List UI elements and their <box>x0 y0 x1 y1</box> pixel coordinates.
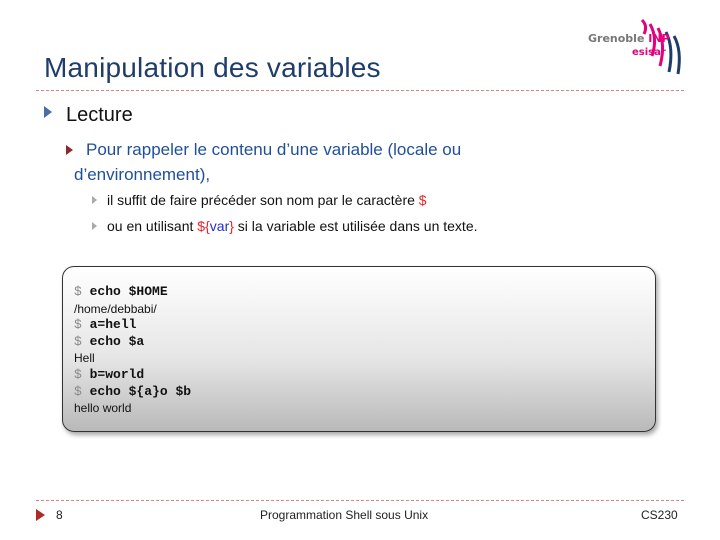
bullet-level2-text-cont: d’environnement), <box>74 165 211 184</box>
close-brace: } <box>229 218 234 234</box>
terminal-prompt: $ <box>74 383 82 399</box>
bullet-text: il suffit de faire précéder son nom par … <box>107 192 419 208</box>
bullet-level2: Pour rappeler le contenu d’une variable … <box>66 137 546 187</box>
terminal-lines: $ echo $HOME/home/debbabi/$ a=hell$ echo… <box>74 284 191 417</box>
footer-divider <box>36 500 684 501</box>
terminal-command-line: $ a=hell <box>74 317 191 334</box>
footer-triangle-icon <box>36 509 45 521</box>
footer-course-code: CS230 <box>641 508 678 522</box>
logo-text-esisar: esisar <box>632 47 666 58</box>
bullet-level1-text: Lecture <box>66 104 133 126</box>
terminal-command: echo $HOME <box>89 284 168 299</box>
dollar-symbol: $ <box>197 218 206 234</box>
terminal-prompt: $ <box>74 317 82 333</box>
terminal-command: b=world <box>89 366 145 382</box>
dollar-symbol: $ <box>418 192 427 208</box>
terminal-command: a=hell <box>89 317 137 333</box>
bullet-triangle-icon <box>92 196 97 204</box>
terminal-command: echo $a <box>89 333 145 349</box>
bullet-level3-item: il suffit de faire précéder son nom par … <box>92 192 427 208</box>
bullet-text-after: si la variable est utilisée dans un text… <box>233 218 478 234</box>
terminal-output-line: /home/debbabi/ <box>74 301 157 316</box>
grenoble-inp-esisar-logo: Grenoble INP esisar <box>582 16 692 82</box>
bullet-triangle-icon <box>92 222 97 230</box>
bullet-level3-item: ou en utilisant ${var} si la variable es… <box>92 218 478 234</box>
logo-arcs-icon <box>640 18 681 75</box>
terminal-command-line: $ b=world <box>74 367 191 384</box>
terminal-example-box: $ echo $HOME/home/debbabi/$ a=hell$ echo… <box>62 266 656 432</box>
bullet-text: ou en utilisant <box>107 218 198 234</box>
page-number: 8 <box>56 508 63 522</box>
terminal-prompt: $ <box>74 333 82 349</box>
terminal-output-line: Hell <box>74 351 95 366</box>
terminal-command-line: $ echo $HOME <box>74 284 191 301</box>
var-keyword: var <box>209 218 230 234</box>
terminal-command: echo ${a}o $b <box>89 383 192 399</box>
bullet-triangle-icon <box>44 106 52 118</box>
bullet-level2-text: Pour rappeler le contenu d’une variable … <box>86 140 462 159</box>
bullet-level1: Lecture <box>44 104 133 127</box>
title-divider <box>36 90 684 91</box>
terminal-output-line: hello world <box>74 401 132 416</box>
footer-course-title: Programmation Shell sous Unix <box>260 508 429 522</box>
bullet-triangle-icon <box>66 145 73 155</box>
slide-title: Manipulation des variables <box>44 52 381 83</box>
logo-text-inp: INP <box>648 32 670 45</box>
terminal-command-line: $ echo $a <box>74 334 191 351</box>
terminal-command-line: $ echo ${a}o $b <box>74 384 191 401</box>
open-brace: { <box>205 218 210 234</box>
terminal-prompt: $ <box>74 366 82 382</box>
logo-text-grenoble: Grenoble <box>588 32 645 45</box>
terminal-prompt: $ <box>74 284 82 299</box>
